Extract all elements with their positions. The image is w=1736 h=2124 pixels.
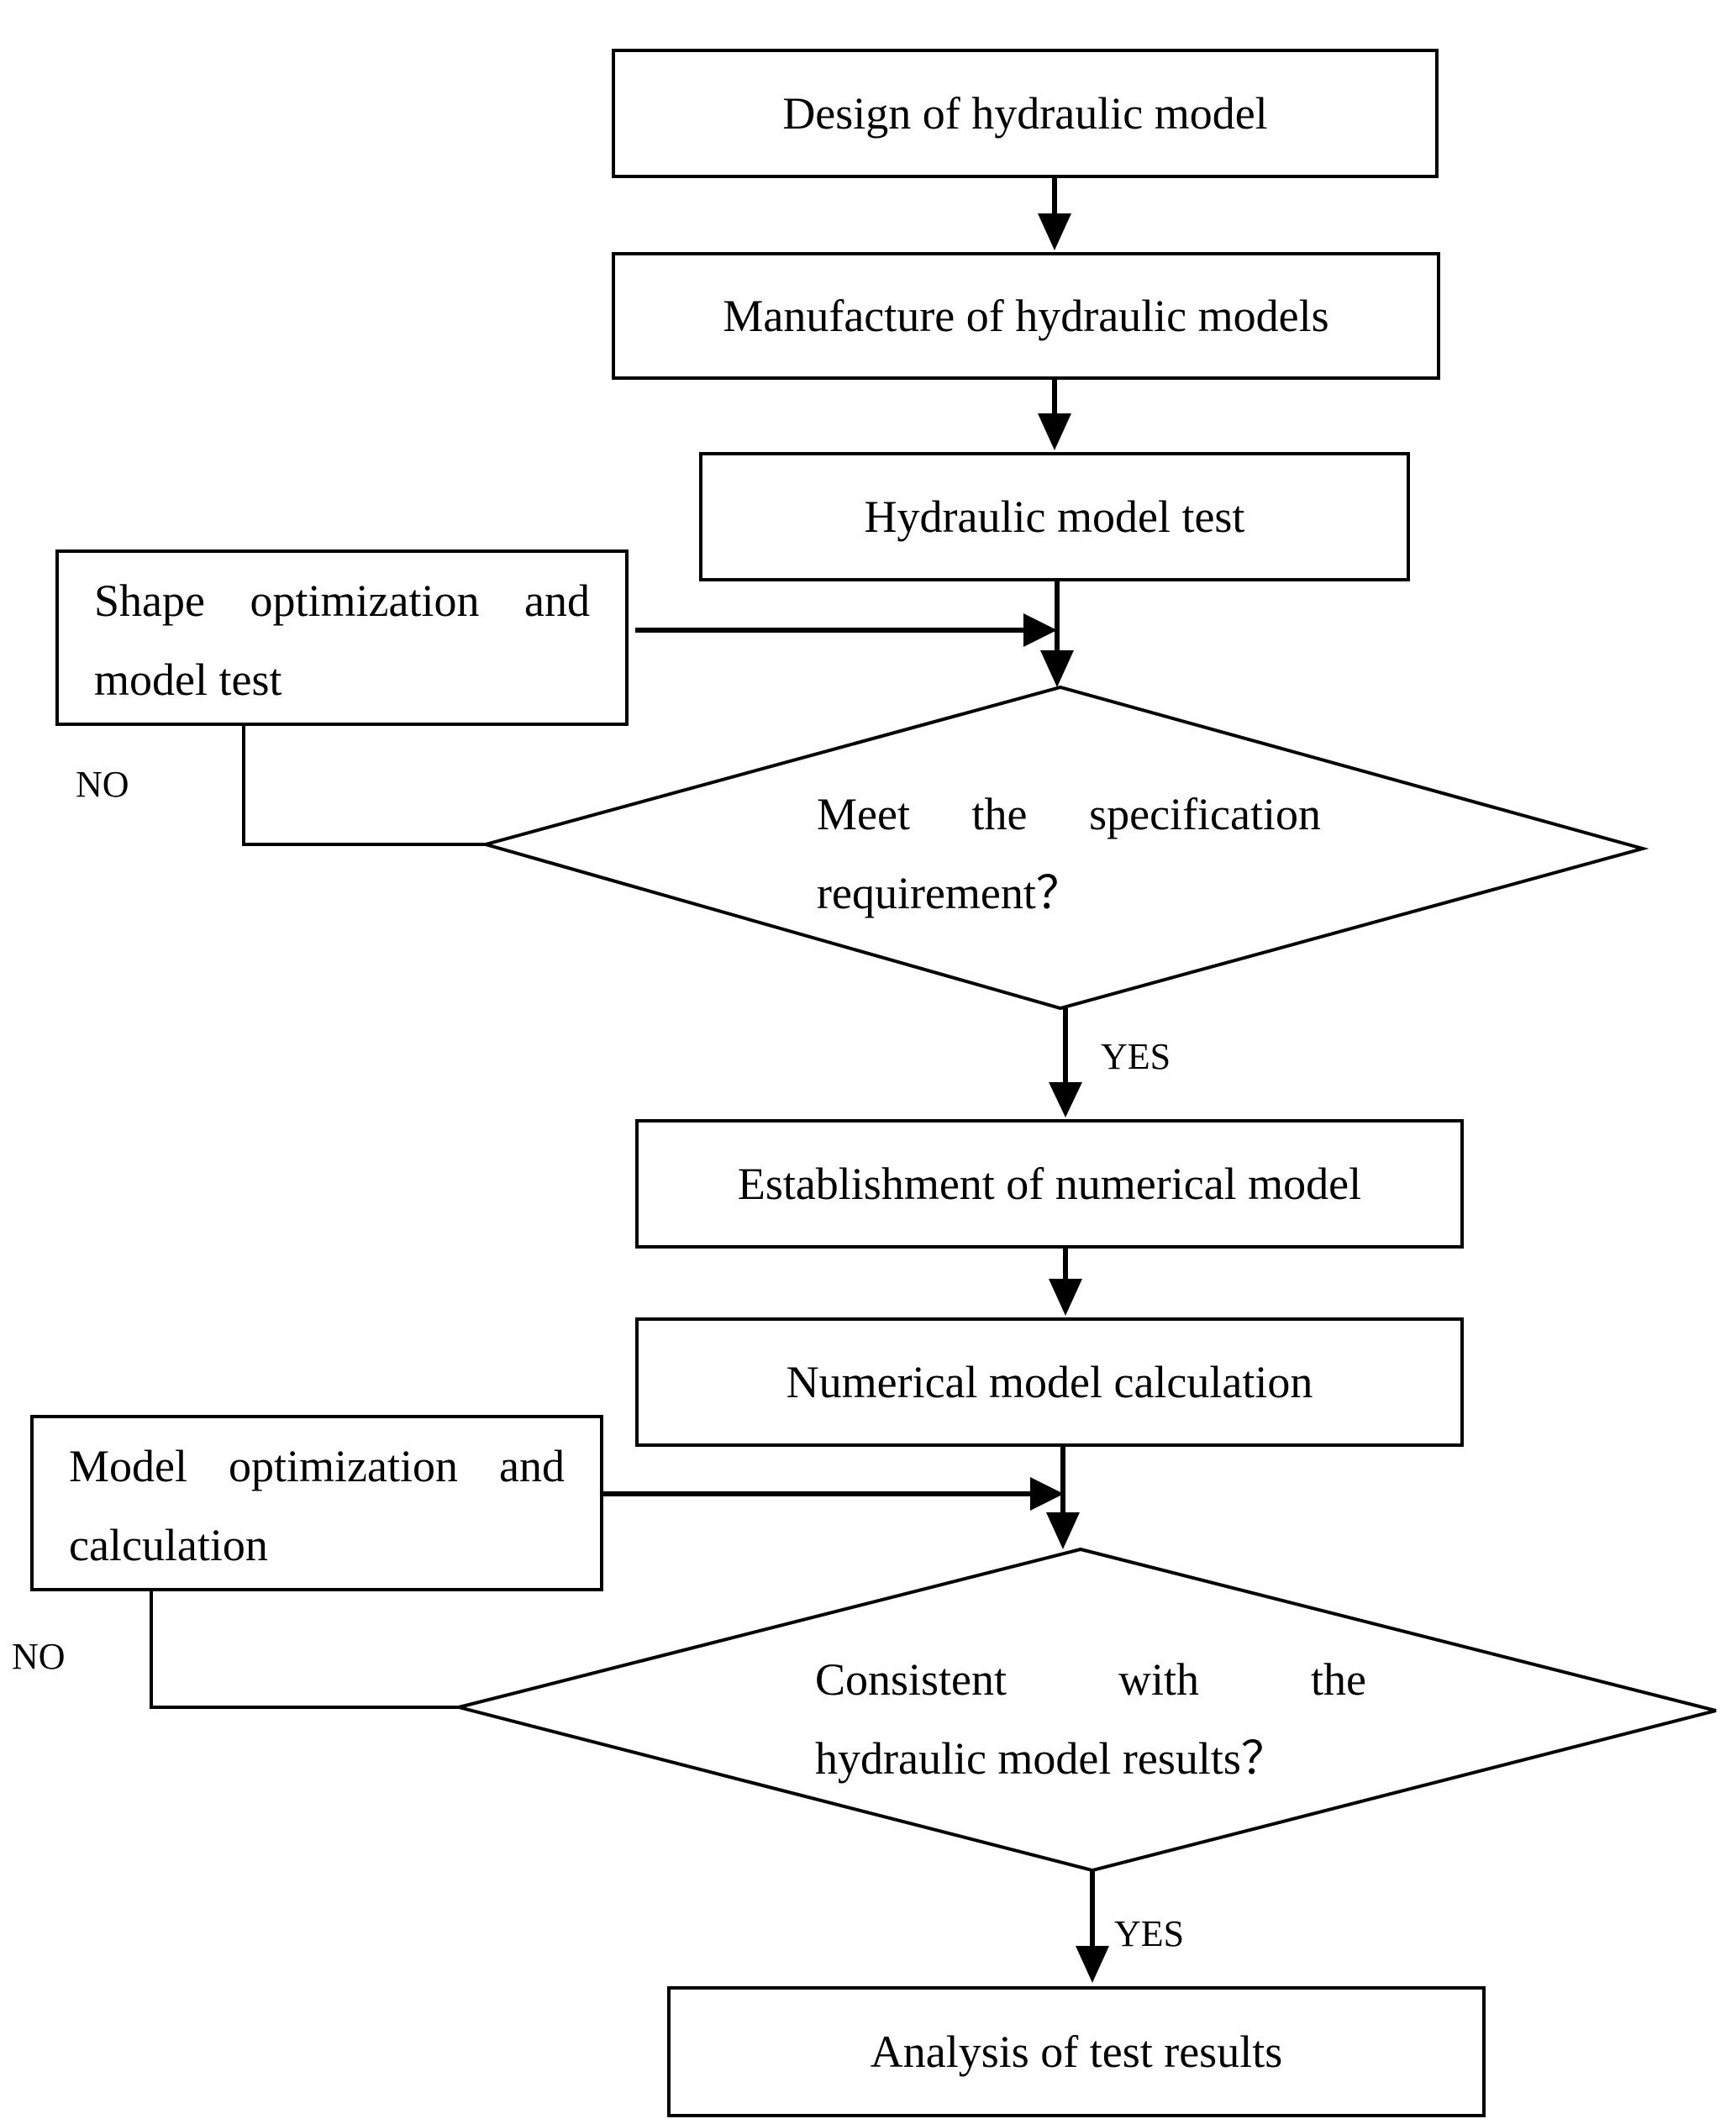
decision-consistent-text: Consistent with the hydraulic model resu… <box>815 1640 1366 1798</box>
decision-consistent-line-1: Consistent with the <box>815 1654 1366 1705</box>
decision-spec-line-2: requirement？ <box>817 868 1081 918</box>
box-shape-optimization: Shape optimization and model test <box>55 549 629 726</box>
box-establish-label: Establishment of numerical model <box>737 1159 1362 1209</box>
box-test: Hydraulic model test <box>699 452 1410 581</box>
label-no-1: NO <box>76 764 129 805</box>
label-yes-2: YES <box>1114 1913 1185 1954</box>
arrow-manufacture-to-test <box>1038 380 1071 450</box>
box-design: Design of hydraulic model <box>612 49 1439 178</box>
box-analysis-label: Analysis of test results <box>870 2027 1283 2077</box>
no-loop-line-2 <box>150 1585 459 1709</box>
arrow-decision1-to-establish <box>1049 1008 1082 1117</box>
no-loop-line-1 <box>242 723 486 846</box>
box-calculation-label: Numerical model calculation <box>786 1357 1313 1407</box>
box-analysis: Analysis of test results <box>667 1986 1486 2117</box>
decision-spec-line-1: Meet the specification <box>817 789 1321 839</box>
arrow-design-to-manufacture <box>1038 178 1071 250</box>
decision-spec-text: Meet the specification requirement？ <box>817 775 1321 933</box>
arrow-shape-opt-to-flow <box>635 613 1057 647</box>
box-model-optimization-line-1: Model optimization and <box>69 1441 565 1491</box>
box-model-optimization-line-2: calculation <box>69 1520 268 1570</box>
box-calculation: Numerical model calculation <box>635 1317 1464 1447</box>
box-manufacture: Manufacture of hydraulic models <box>612 252 1440 380</box>
label-yes-1: YES <box>1101 1036 1171 1077</box>
arrow-decision2-to-analysis <box>1076 1870 1109 1983</box>
decision-consistent-line-2: hydraulic model results？ <box>815 1733 1286 1784</box>
label-no-2: NO <box>12 1636 66 1677</box>
box-model-optimization: Model optimization and calculation <box>30 1415 603 1591</box>
arrow-test-to-decision1 <box>1040 581 1074 687</box>
box-test-label: Hydraulic model test <box>864 492 1245 542</box>
box-shape-optimization-line-1: Shape optimization and <box>94 576 590 626</box>
box-design-label: Design of hydraulic model <box>782 88 1268 139</box>
decision-diamond-spec <box>479 685 1649 1011</box>
box-shape-optimization-line-2: model test <box>94 655 282 705</box>
arrow-calc-to-decision2 <box>1046 1443 1080 1549</box>
arrow-establish-to-calc <box>1049 1245 1082 1316</box>
box-establish: Establishment of numerical model <box>635 1119 1464 1249</box>
arrow-model-opt-to-flow <box>602 1477 1064 1511</box>
box-manufacture-label: Manufacture of hydraulic models <box>723 291 1329 341</box>
